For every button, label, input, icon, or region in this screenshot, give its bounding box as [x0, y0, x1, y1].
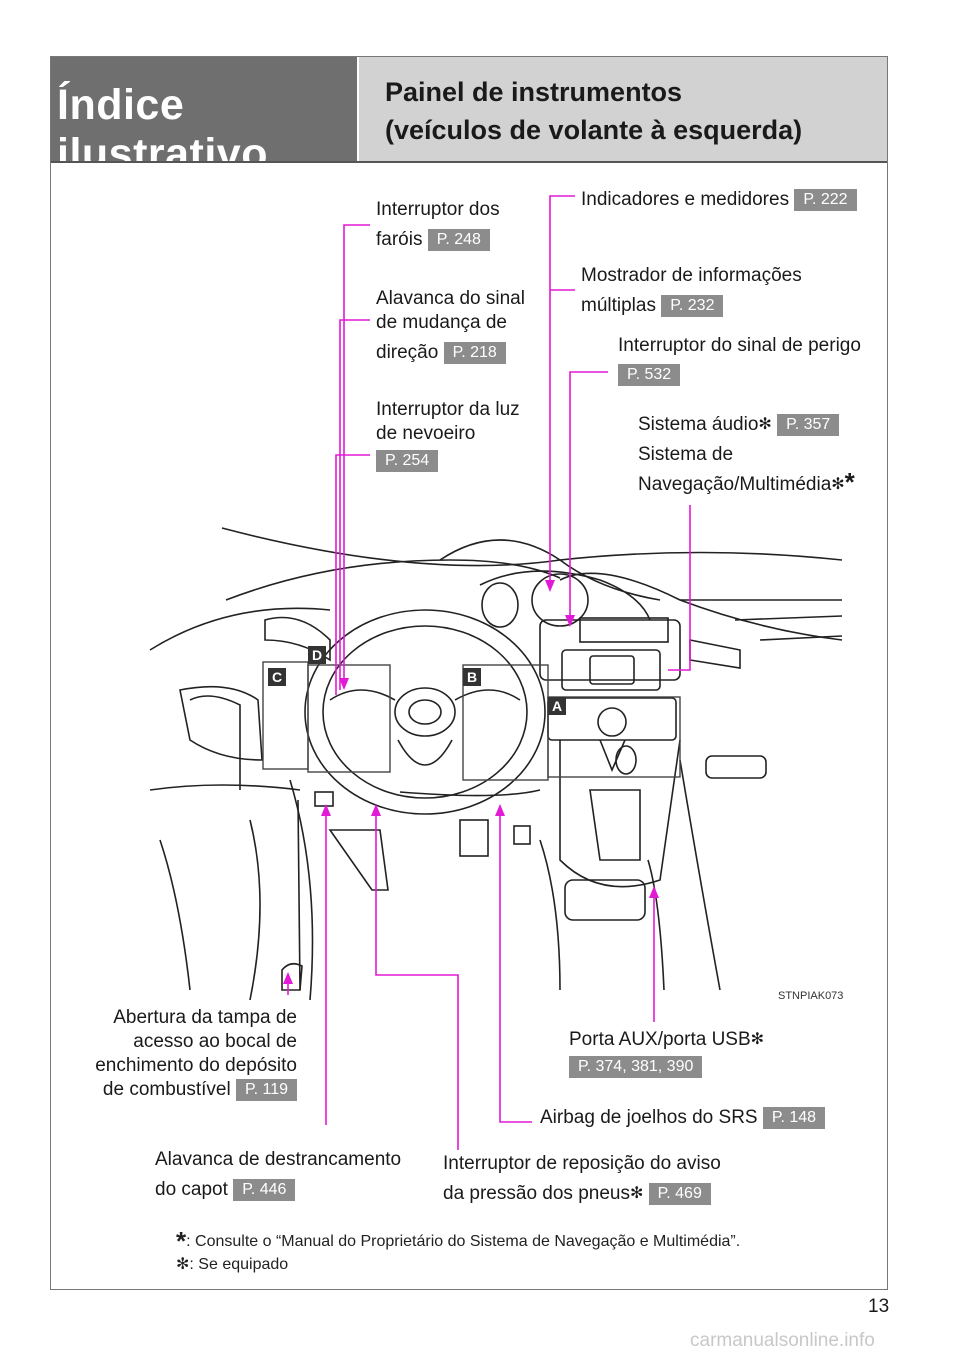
audio-system-label: Sistema áudio✻ P. 357 Sistema de Navegaç… [638, 413, 855, 497]
page-ref-badge[interactable]: P. 148 [762, 1106, 826, 1129]
section-header: Índice ilustrativo [51, 57, 357, 178]
page-ref-badge[interactable]: P. 248 [427, 228, 490, 251]
equipped-mark: ✻ [750, 1031, 765, 1048]
fuel-door-line4: de combustível [102, 1079, 231, 1100]
page-ref-badge[interactable]: P. 357 [777, 413, 840, 436]
page-ref-badge[interactable]: P. 222 [794, 188, 857, 211]
fuel-door-line3: enchimento do depósito [95, 1055, 297, 1076]
page-ref-badge[interactable]: P. 232 [661, 294, 724, 317]
equipped-mark: ✻ [629, 1185, 644, 1202]
hood-line2: do capot [155, 1179, 228, 1200]
headlight-line1: Interruptor dos [376, 199, 500, 220]
callout-d: D [312, 647, 322, 663]
page-ref-badge[interactable]: P. 218 [443, 341, 506, 364]
hood-line1: Alavanca de destrancamento [155, 1149, 402, 1170]
title-header: Painel de instrumentos (veículos de vola… [357, 57, 887, 161]
page-number: 13 [868, 1296, 890, 1317]
equipped-mark: ✻ [176, 1256, 190, 1273]
callout-frames [262, 661, 681, 781]
leader-arrows [283, 580, 659, 984]
multi-display-line1: Mostrador de informações [581, 265, 802, 286]
equipped-mark: ✻ [831, 476, 845, 493]
page-ref-badge[interactable]: P. 532 [618, 364, 681, 386]
aux-usb-text: Porta AUX/porta USB [569, 1029, 751, 1050]
audio-line2: Sistema de [638, 444, 734, 465]
header-divider [51, 161, 887, 163]
gauges-text: Indicadores e medidores [581, 189, 790, 210]
equipped-mark: ✻ [758, 416, 772, 433]
footnote-star-text: : Consulte o “Manual do Proprietário do … [186, 1233, 741, 1250]
dashboard-drawing [149, 527, 843, 1001]
multi-info-display-label: Mostrador de informações múltiplas P. 23… [581, 264, 802, 318]
watermark: carmanualsonline.info [690, 1330, 875, 1351]
fuel-door-line2: acesso ao bocal de [133, 1031, 297, 1052]
page-ref-badge[interactable]: P. 374, 381, 390 [569, 1056, 703, 1078]
fog-light-switch-label: Interruptor da luz de nevoeiro [376, 398, 520, 446]
leader-lines [287, 195, 691, 1150]
page-ref-badge[interactable]: P. 254 [376, 450, 439, 472]
section-title: Índice ilustrativo [57, 81, 268, 178]
page-title-line2: (veículos de volante à esquerda) [385, 115, 803, 145]
page-ref-badge[interactable]: P. 446 [233, 1178, 296, 1201]
tpms-line1: Interruptor de reposição do aviso [443, 1153, 721, 1174]
headlight-line2: faróis [376, 229, 423, 250]
callout-a: A [552, 698, 562, 714]
tpms-line2: da pressão dos pneus [443, 1183, 630, 1204]
page-title-line1: Painel de instrumentos [385, 77, 683, 107]
page-ref-badge[interactable]: P. 119 [235, 1078, 297, 1101]
turn-signal-line2: de mudança de [376, 312, 507, 333]
turn-signal-line1: Alavanca do sinal [376, 288, 525, 309]
audio-line1: Sistema áudio [638, 414, 759, 435]
hood-release-label: Alavanca de destrancamento do capot P. 4… [155, 1148, 401, 1202]
callout-badges: C D B A [268, 646, 566, 715]
headlight-switch-label: Interruptor dos faróis P. 248 [376, 198, 500, 252]
gauges-label: Indicadores e medidores P. 222 [581, 188, 857, 212]
page-ref-badge[interactable]: P. 469 [648, 1182, 711, 1205]
aux-usb-port-label: Porta AUX/porta USB✻ [569, 1028, 764, 1052]
fog-light-line2: de nevoeiro [376, 423, 476, 444]
callout-b: B [467, 669, 477, 685]
callout-c: C [272, 669, 282, 685]
star-mark: * [176, 1226, 187, 1256]
multi-display-line2: múltiplas [581, 295, 656, 316]
footnote-equipped-text: : Se equipado [189, 1256, 289, 1273]
fuel-door-line1: Abertura da tampa de [113, 1007, 297, 1028]
turn-signal-lever-label: Alavanca do sinal de mudança de direção … [376, 287, 525, 365]
audio-line3: Navegação/Multimédia [638, 474, 832, 495]
fog-light-line1: Interruptor da luz [376, 399, 520, 420]
star-mark: * [844, 467, 855, 497]
fuel-door-opener-label: Abertura da tampa de acesso ao bocal de … [95, 1006, 297, 1102]
page-frame [50, 56, 888, 1290]
knee-airbag-label: Airbag de joelhos do SRS P. 148 [540, 1106, 826, 1130]
tpms-reset-switch-label: Interruptor de reposição do aviso da pre… [443, 1152, 721, 1206]
turn-signal-line3: direção [376, 342, 439, 363]
image-code: STNPIAK073 [778, 990, 844, 1002]
hazard-switch-label: Interruptor do sinal de perigo [618, 335, 861, 356]
knee-airbag-text: Airbag de joelhos do SRS [540, 1107, 758, 1128]
footnote-star: *: Consulte o “Manual do Proprietário do… [176, 1226, 740, 1257]
footnote-equipped: ✻: Se equipado [176, 1254, 288, 1274]
